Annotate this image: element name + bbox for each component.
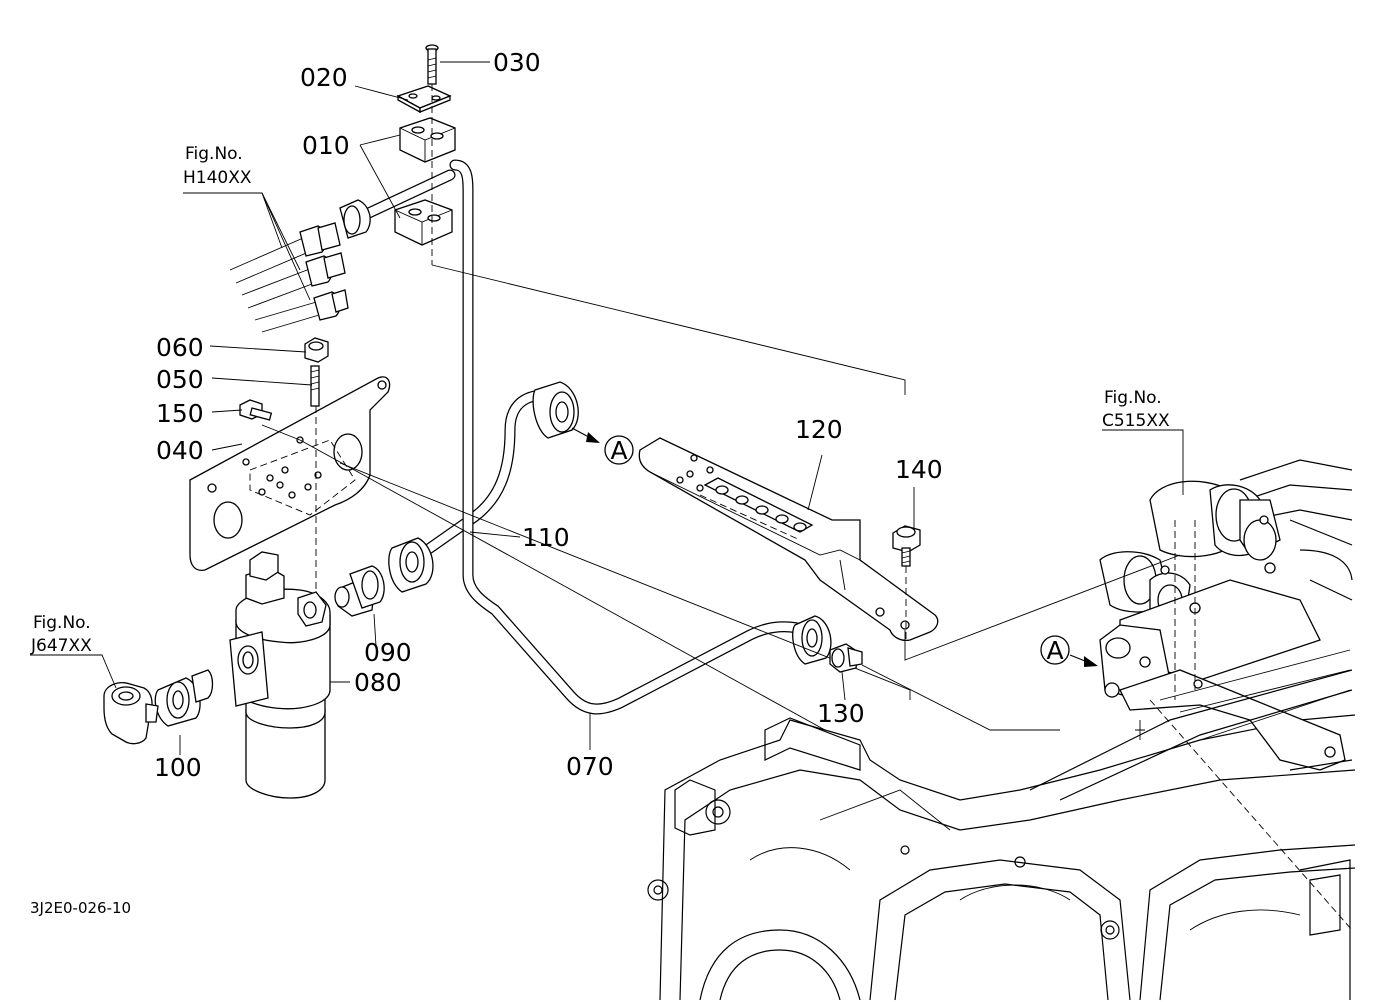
plate-020 — [396, 85, 452, 114]
marker-a-left-label: A — [610, 436, 627, 465]
callout-070[interactable]: 070 — [566, 752, 614, 781]
clamp-010-upper — [399, 117, 456, 163]
figure-ref-c515-line2[interactable]: C515XX — [1102, 411, 1170, 431]
callout-010[interactable]: 010 — [302, 131, 350, 160]
callout-030[interactable]: 030 — [493, 48, 541, 77]
transmission-housing — [647, 714, 1356, 1001]
fitting-130 — [829, 643, 863, 673]
drawing-number: 3J2E0-026-10 — [30, 899, 131, 917]
elbow-j647 — [103, 682, 159, 745]
callout-140[interactable]: 140 — [895, 455, 943, 484]
figure-ref-h140-line1: Fig.No. — [185, 144, 243, 164]
figure-ref-h140-line2[interactable]: H140XX — [183, 168, 252, 188]
callout-020[interactable]: 020 — [300, 63, 348, 92]
bracket-120 — [638, 437, 939, 642]
figure-ref-j647-line1: Fig.No. — [33, 613, 91, 633]
callout-040[interactable]: 040 — [156, 436, 204, 465]
bolt-140 — [892, 525, 921, 567]
pipe-070 — [449, 159, 832, 715]
callout-080[interactable]: 080 — [354, 668, 402, 697]
callout-060[interactable]: 060 — [156, 333, 204, 362]
connection-marker-a-right: A — [1040, 635, 1098, 667]
hydraulic-hoses-h140 — [229, 222, 349, 333]
bracket-040 — [189, 376, 391, 571]
connection-marker-a-left: A — [571, 427, 634, 465]
leader-lines — [30, 61, 1184, 755]
callout-150[interactable]: 150 — [156, 399, 204, 428]
callout-130[interactable]: 130 — [817, 699, 865, 728]
front-axle-assembly — [1029, 459, 1353, 931]
upper-pipe — [339, 169, 456, 239]
figure-ref-j647-line2[interactable]: J647XX — [30, 636, 92, 656]
bolt-150 — [239, 399, 273, 421]
callout-100[interactable]: 100 — [154, 753, 202, 782]
pipe-110 — [388, 381, 579, 593]
callout-120[interactable]: 120 — [795, 415, 843, 444]
figure-ref-h140: Fig.No. H140XX — [183, 144, 252, 188]
bolt-030 — [425, 44, 439, 85]
figure-ref-j647: Fig.No. J647XX — [30, 613, 92, 656]
marker-a-right-label: A — [1046, 636, 1063, 665]
clamp-010-lower — [394, 199, 453, 246]
nut-060 — [304, 337, 329, 363]
stud-050 — [310, 365, 320, 407]
fitting-100 — [154, 669, 214, 727]
figure-ref-c515: Fig.No. C515XX — [1102, 388, 1170, 431]
callout-090[interactable]: 090 — [364, 638, 412, 667]
filter-080 — [229, 551, 331, 799]
callout-050[interactable]: 050 — [156, 365, 204, 394]
callout-labels: 030 020 010 060 050 150 040 110 120 140 … — [154, 48, 943, 782]
fitting-090 — [334, 565, 385, 617]
callout-110[interactable]: 110 — [522, 523, 570, 552]
figure-ref-c515-line1: Fig.No. — [1104, 388, 1162, 408]
